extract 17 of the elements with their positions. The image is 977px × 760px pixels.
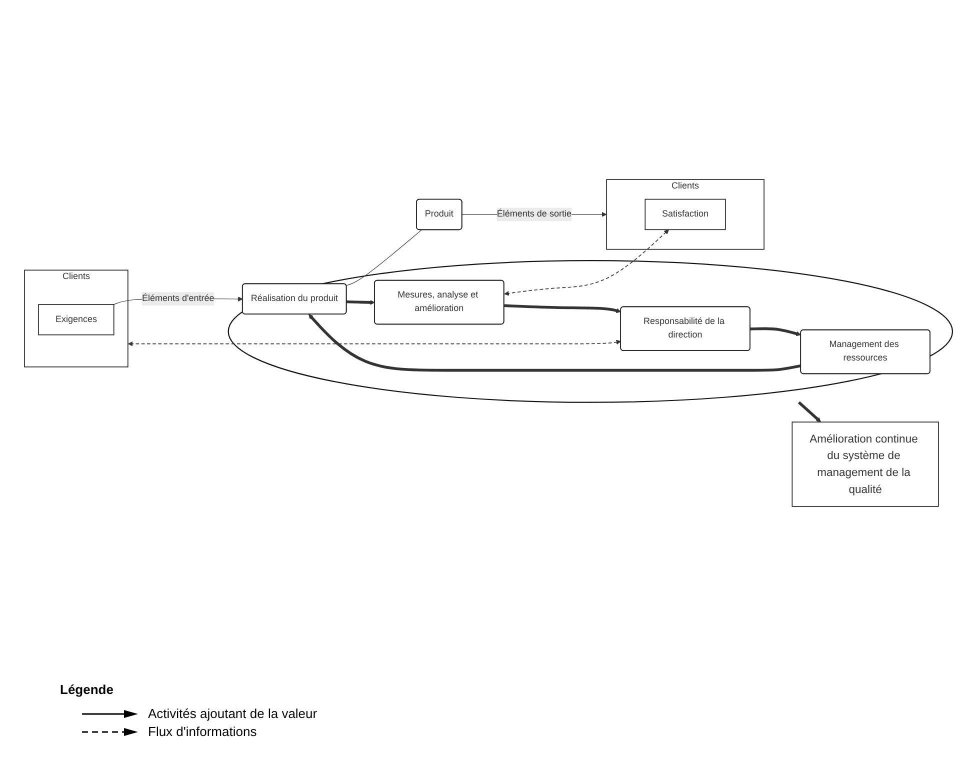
node-box: Satisfaction [644, 198, 726, 230]
edge-label: Éléments d'entrée [142, 294, 214, 304]
arrow [128, 340, 622, 346]
arrow [504, 229, 670, 296]
legend-title: Légende [60, 682, 114, 697]
arrow [798, 401, 822, 422]
edge-label: Éléments de sortie [496, 209, 572, 219]
arrow [308, 314, 802, 372]
legend-text: Flux d'informations [148, 724, 257, 739]
legend-text: Activités ajoutant de la valeur [148, 706, 318, 721]
node-box: Exigences [38, 304, 114, 336]
connector [346, 230, 422, 286]
arrow [346, 300, 375, 305]
node-box: Amélioration continue du système de management de la qualité [792, 422, 939, 507]
arrow [750, 327, 802, 336]
arrow [504, 304, 622, 314]
cluster [228, 260, 954, 403]
